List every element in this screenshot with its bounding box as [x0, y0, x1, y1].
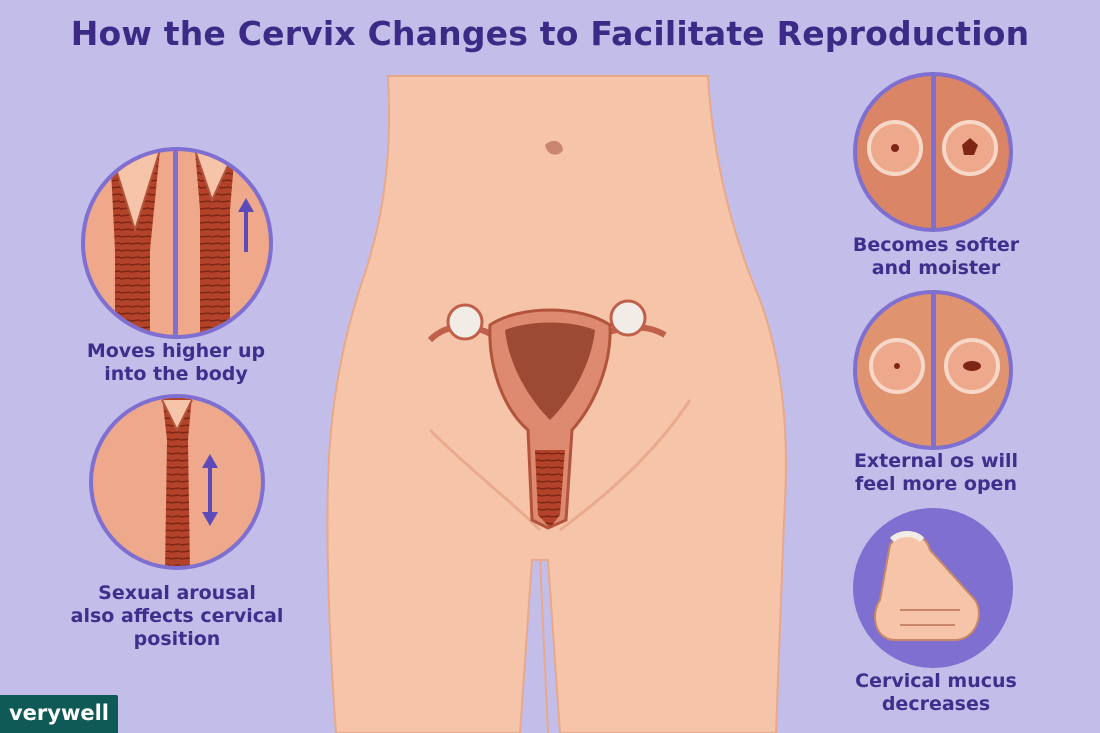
os-softer-circle — [853, 72, 1013, 232]
caption-moves-higher: Moves higher up into the body — [56, 340, 296, 386]
verywell-logo[interactable]: verywell — [0, 695, 118, 733]
caption-line: Cervical mucus — [855, 670, 1017, 692]
caption-line: also affects cervical — [70, 605, 284, 627]
caption-line: position — [133, 628, 221, 650]
navel — [545, 140, 563, 155]
caption-line: into the body — [104, 363, 248, 385]
mucus-circle — [853, 508, 1013, 668]
caption-line: decreases — [881, 693, 991, 715]
caption-line: Moves higher up — [86, 340, 266, 362]
caption-external-os: External os will feel more open — [826, 450, 1046, 496]
page-title: How the Cervix Changes to Facilitate Rep… — [70, 14, 1030, 53]
caption-line: and moister — [871, 257, 1001, 279]
caption-line: feel more open — [855, 473, 1017, 495]
caption-line: External os will — [853, 450, 1019, 472]
cervix-position-circle — [81, 147, 273, 339]
caption-softer-moister: Becomes softer and moister — [826, 234, 1046, 280]
caption-sexual-arousal: Sexual arousal also affects cervical pos… — [46, 582, 308, 651]
caption-mucus: Cervical mucus decreases — [826, 670, 1046, 716]
arousal-circle — [89, 394, 265, 570]
os-open-circle — [853, 290, 1013, 450]
caption-line: Becomes softer — [852, 234, 1020, 256]
uterus-illustration — [427, 299, 667, 530]
caption-line: Sexual arousal — [98, 582, 256, 604]
